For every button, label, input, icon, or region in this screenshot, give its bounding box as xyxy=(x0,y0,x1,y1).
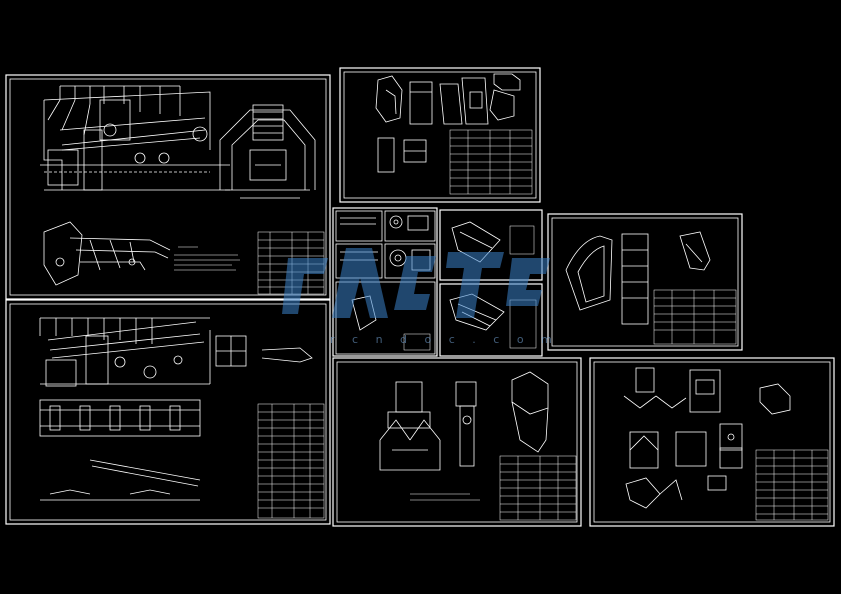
sheet-conveyor-assembly[interactable] xyxy=(5,74,331,300)
technical-notes xyxy=(174,246,240,271)
watermark-url: r c n d o c . c o m xyxy=(330,333,559,346)
conveyor-end-view xyxy=(219,104,316,199)
hopper-views xyxy=(449,221,537,349)
parts-list-table xyxy=(257,231,325,295)
title-block xyxy=(449,129,533,195)
chute-views-c xyxy=(623,367,791,509)
conveyor-elevation-view-b xyxy=(39,317,211,387)
parts-list-table-b xyxy=(257,403,325,519)
title-block-c xyxy=(755,449,829,521)
conveyor-isometric-view xyxy=(43,221,171,286)
sheet-chute-detail-c[interactable] xyxy=(589,357,835,527)
title-block xyxy=(653,289,737,345)
title-block-b xyxy=(410,455,577,521)
isometric-detail-b xyxy=(215,335,313,367)
sheet-chute-detail-a[interactable] xyxy=(339,67,541,203)
conveyor-elevation-view xyxy=(40,85,230,191)
sheet-conveyor-assembly-b[interactable] xyxy=(5,299,331,525)
chute-views-b xyxy=(379,371,549,471)
sheet-chute-detail-b[interactable] xyxy=(332,357,582,527)
chute-views xyxy=(375,73,521,173)
sheet-elevator-layout[interactable] xyxy=(547,213,743,351)
elevator-views xyxy=(565,231,711,325)
section-detail xyxy=(39,399,201,501)
